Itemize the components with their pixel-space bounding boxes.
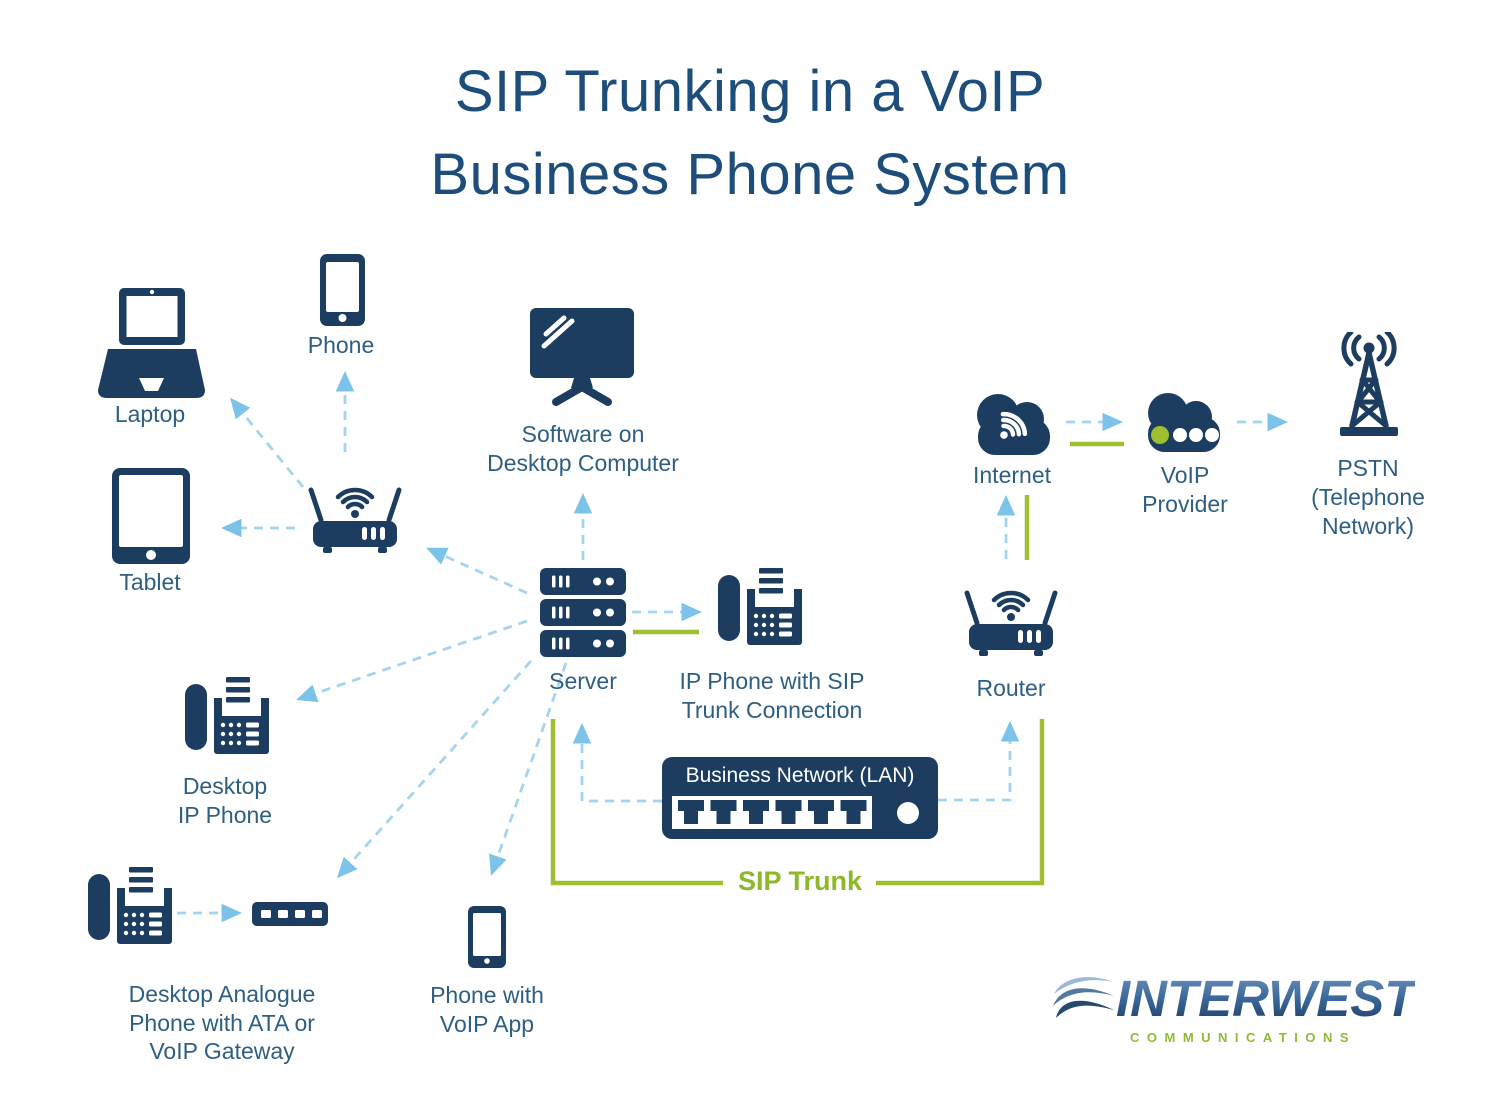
label-line: Desktop Analogue bbox=[128, 981, 316, 1007]
label-line: Desktop bbox=[182, 773, 268, 799]
logo-brand-text: INTERWEST bbox=[1116, 970, 1416, 1027]
pstn-label: PSTN (Telephone Network) bbox=[1288, 454, 1448, 541]
label-line: Desktop Computer bbox=[487, 450, 679, 476]
arrow-lan-to-router bbox=[938, 720, 1020, 802]
logo-tagline-text: COMMUNICATIONS bbox=[1130, 1030, 1357, 1045]
lan-label: Business Network (LAN) bbox=[685, 764, 915, 787]
title-line-2: Business Phone System bbox=[430, 142, 1070, 207]
label-line: Software on bbox=[521, 421, 645, 447]
arrow-server-to-desktop-ip-phone bbox=[296, 619, 528, 703]
arrow-server-to-voip-app-phone bbox=[489, 662, 568, 876]
page-title: SIP Trunking in a VoIP Business Phone Sy… bbox=[0, 50, 1500, 216]
interwest-logo: INTERWEST COMMUNICATIONS bbox=[1052, 970, 1452, 1045]
voip-app-phone-label: Phone with VoIP App bbox=[407, 981, 567, 1039]
lan-switch: Business Network (LAN) bbox=[662, 757, 938, 839]
phone-icon bbox=[320, 254, 365, 326]
voip-provider-cloud-icon bbox=[1138, 385, 1228, 455]
label-line: (Telephone bbox=[1311, 484, 1425, 510]
analogue-phone-label: Desktop Analogue Phone with ATA or VoIP … bbox=[97, 980, 347, 1066]
software-label: Software on Desktop Computer bbox=[458, 420, 708, 478]
wireless-access-point-icon bbox=[307, 464, 403, 553]
sip-line-server-to-label bbox=[550, 719, 723, 886]
label-line: IP Phone bbox=[177, 801, 273, 828]
tablet-label: Tablet bbox=[119, 569, 181, 595]
desktop-ip-phone-icon bbox=[185, 672, 269, 756]
router-icon bbox=[963, 567, 1059, 656]
label-line: Phone with bbox=[430, 982, 544, 1008]
label-line: Phone with ATA or bbox=[129, 1009, 315, 1036]
ata-gateway-icon bbox=[252, 902, 328, 926]
phone-label: Phone bbox=[307, 332, 375, 358]
sip-line-label-to-router bbox=[876, 719, 1045, 886]
label-line: Trunk Connection bbox=[681, 697, 863, 723]
logo-swoosh-icon bbox=[1053, 977, 1114, 1018]
arrow-server-to-ap bbox=[426, 547, 528, 595]
server-icon bbox=[540, 568, 626, 658]
lan-ports-icon bbox=[672, 796, 919, 829]
analogue-phone-icon bbox=[88, 862, 172, 946]
label-line: VoIP App bbox=[439, 1011, 535, 1037]
arrow-lan-to-server bbox=[572, 722, 662, 803]
ip-phone-label: IP Phone with SIP Trunk Connection bbox=[652, 667, 892, 725]
label-line: PSTN bbox=[1337, 455, 1399, 481]
arrow-ap-to-laptop bbox=[230, 397, 305, 488]
tablet-icon bbox=[112, 468, 190, 564]
internet-cloud-icon bbox=[966, 385, 1060, 458]
arrow-server-to-ata bbox=[336, 660, 533, 879]
desktop-ip-phone-label: Desktop IP Phone bbox=[145, 772, 305, 829]
label-line: IP Phone with SIP bbox=[679, 668, 865, 694]
label-line: Network) bbox=[1321, 513, 1414, 539]
voip-provider-label: VoIP Provider bbox=[1105, 461, 1265, 519]
label-line: VoIP Gateway bbox=[149, 1038, 295, 1064]
server-label: Server bbox=[549, 668, 617, 694]
title-line-1: SIP Trunking in a VoIP bbox=[454, 59, 1046, 124]
laptop-label: Laptop bbox=[114, 401, 186, 427]
sip-trunk-label: SIP Trunk bbox=[737, 866, 863, 896]
laptop-icon bbox=[98, 288, 205, 400]
router-label: Router bbox=[976, 675, 1046, 701]
voip-app-phone-icon bbox=[468, 906, 506, 968]
label-line: VoIP bbox=[1160, 462, 1210, 488]
pstn-tower-icon bbox=[1326, 332, 1412, 440]
desktop-computer-icon bbox=[530, 308, 634, 408]
internet-label: Internet bbox=[973, 462, 1051, 488]
ip-phone-icon bbox=[718, 563, 802, 647]
label-line: Provider bbox=[1142, 491, 1228, 517]
